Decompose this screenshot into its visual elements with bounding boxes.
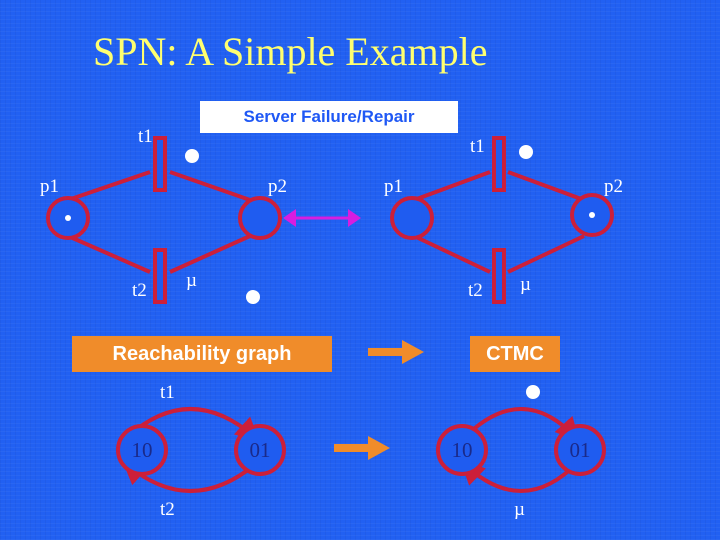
token-bullet <box>246 290 260 304</box>
ctmc-banner: CTMC <box>470 336 560 372</box>
label-mu: µ <box>514 499 525 520</box>
state-01 <box>554 424 606 476</box>
token-bullet <box>526 385 540 399</box>
left-petri-net: t1 p1 p2 t2 µ <box>40 126 287 304</box>
label-mu: µ <box>186 270 197 291</box>
arc-p2-t2 <box>169 234 251 274</box>
state-label-10: 10 <box>452 438 473 462</box>
arc-t1-p2 <box>507 170 585 202</box>
reachability-graph-banner: Reachability graph <box>72 336 332 372</box>
token-bullet <box>519 145 533 159</box>
edge-bottom <box>460 460 580 493</box>
orange-arrow-top <box>368 340 424 364</box>
state-label-10: 10 <box>132 438 153 462</box>
place-p2 <box>238 196 282 240</box>
arc-t1-p2 <box>169 170 251 202</box>
label-t1: t1 <box>138 126 153 147</box>
token-dot <box>65 215 71 221</box>
label-mu: µ <box>520 274 531 295</box>
right-petri-net: t1 p1 p2 t2 µ <box>384 136 623 304</box>
arc-p1-t1 <box>67 170 151 202</box>
state-label-01: 01 <box>570 438 591 462</box>
state-10 <box>436 424 488 476</box>
arc-p1-t1 <box>413 170 491 202</box>
arc-p2-t2 <box>507 234 585 274</box>
label-t2: t2 <box>132 280 147 301</box>
token-dot <box>589 212 595 218</box>
transition-t1 <box>153 136 167 192</box>
transition-t1 <box>492 136 506 192</box>
edge-top <box>460 407 580 442</box>
label-p1: p1 <box>384 176 403 197</box>
label-p1: p1 <box>40 176 59 197</box>
label-t1: t1 <box>160 382 175 403</box>
orange-arrow-bottom <box>334 436 390 460</box>
page-title: SPN: A Simple Example <box>93 29 488 74</box>
transition-t2 <box>153 248 167 304</box>
transition-t2 <box>492 248 506 304</box>
label-t2: t2 <box>160 499 175 520</box>
server-failure-repair-banner: Server Failure/Repair <box>200 101 458 133</box>
label-p2: p2 <box>604 176 623 197</box>
label-p2: p2 <box>268 176 287 197</box>
place-p1 <box>390 196 434 240</box>
label-t1: t1 <box>470 136 485 157</box>
token-bullet <box>185 149 199 163</box>
arc-t2-p1 <box>67 234 151 274</box>
state-10 <box>116 424 168 476</box>
label-t2: t2 <box>468 280 483 301</box>
state-01 <box>234 424 286 476</box>
ctmc-graph: 10 01 µ <box>436 385 606 520</box>
arc-t2-p1 <box>413 234 491 274</box>
state-label-01: 01 <box>250 438 271 462</box>
equivalence-double-arrow <box>283 209 361 227</box>
reachability-graph: 10 01 t1 t2 <box>116 382 286 520</box>
